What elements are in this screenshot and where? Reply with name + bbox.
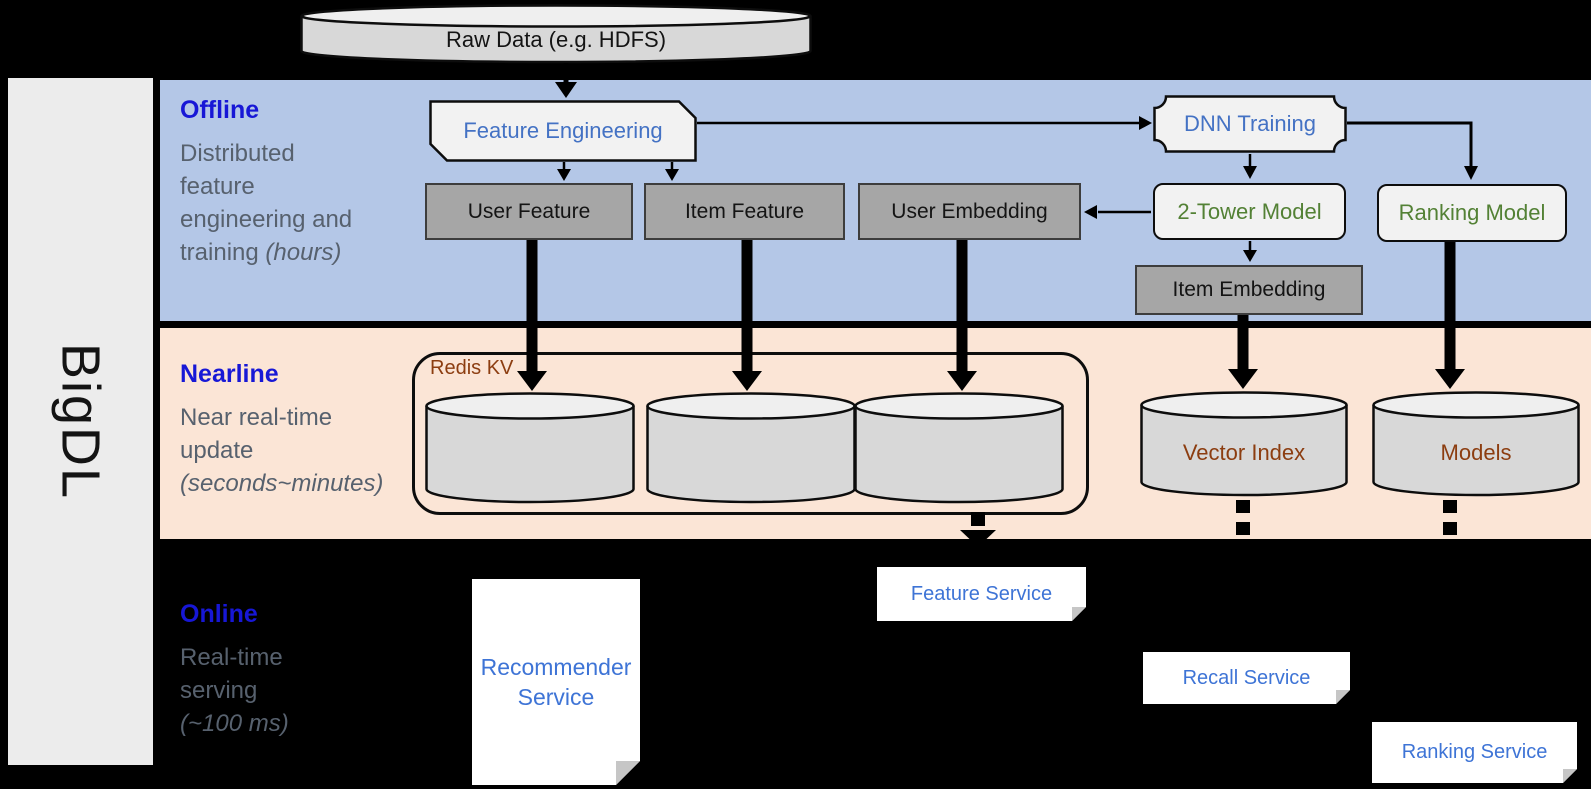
cylinder-shape — [646, 392, 856, 504]
recommender-service-node: Recommender Service — [472, 579, 640, 785]
item-feature-node: Item Feature — [644, 183, 845, 240]
raw-data-label: Raw Data (e.g. HDFS) — [445, 27, 667, 52]
online-desc-line: Real-time — [180, 644, 283, 671]
offline-desc-line: Distributed — [180, 140, 295, 167]
cylinder-shape — [854, 392, 1064, 504]
offline-desc-line: feature — [180, 173, 255, 200]
nearline-heading: Nearline — [180, 360, 279, 388]
raw-data-store: Raw Data (e.g. HDFS) — [300, 4, 812, 64]
online-desc-italic: (~100 ms) — [180, 710, 289, 737]
vector-index-label: Vector Index — [1182, 440, 1306, 465]
feature-engineering-node: Feature Engineering — [429, 100, 697, 162]
folded-corner — [616, 761, 640, 785]
offline-desc-line: training (hours) — [180, 236, 430, 269]
two-tower-model-label: 2-Tower Model — [1177, 198, 1322, 224]
folded-corner — [1563, 769, 1577, 783]
feature-service-label: Feature Service — [910, 582, 1053, 605]
bigdl-logo-text: BigDL — [50, 342, 111, 501]
feature-service-node: Feature Service — [877, 567, 1086, 621]
nearline-desc-line: update — [180, 437, 254, 464]
recall-service-node: Recall Service — [1143, 652, 1350, 704]
online-desc-line: serving — [180, 677, 258, 704]
folded-corner — [1072, 607, 1086, 621]
offline-heading: Offline — [180, 96, 260, 124]
ranking-model-node: Ranking Model — [1377, 184, 1567, 242]
nearline-lane-label: Nearline Near real-time update (seconds~… — [180, 360, 430, 500]
user-embedding-node: User Embedding — [858, 183, 1081, 240]
redis-shard-cylinder — [425, 392, 635, 506]
cylinder-shape — [425, 392, 635, 504]
plaque-shape — [1153, 95, 1347, 153]
recall-service-label: Recall Service — [1182, 666, 1311, 689]
two-tower-model-node: 2-Tower Model — [1153, 183, 1346, 240]
item-embedding-node: Item Embedding — [1135, 265, 1363, 315]
redis-shard-cylinder — [646, 392, 856, 506]
user-embedding-label: User Embedding — [891, 199, 1048, 223]
cylinder-shape — [300, 4, 812, 64]
online-heading: Online — [180, 600, 258, 628]
recommender-service-label: Recommender Service — [481, 652, 632, 712]
models-label: Models — [1440, 440, 1512, 465]
offline-desc-line: engineering and — [180, 206, 353, 233]
cylinder-shape — [1372, 391, 1580, 497]
offline-lane-label: Offline Distributed feature engineering … — [180, 96, 430, 269]
bigdl-sidebar: BigDL — [8, 78, 153, 765]
redis-kv-label: Redis KV — [430, 357, 514, 379]
ranking-model-label: Ranking Model — [1398, 200, 1546, 225]
feature-engineering-label: Feature Engineering — [463, 118, 663, 143]
recommender-service-line2: Service — [517, 684, 595, 710]
ranking-service-node: Ranking Service — [1372, 722, 1577, 783]
recommender-service-line1: Recommender — [480, 654, 632, 680]
nearline-desc-line: Near real-time — [180, 404, 333, 431]
dnn-training-node: DNN Training — [1153, 95, 1347, 153]
user-feature-node: User Feature — [425, 183, 633, 240]
offline-desc-italic: (hours) — [265, 239, 342, 266]
redis-shard-cylinder — [854, 392, 1064, 506]
user-feature-label: User Feature — [467, 199, 591, 223]
online-lane-label: Online Real-time serving (~100 ms) — [180, 600, 430, 740]
folded-corner — [1336, 690, 1350, 704]
item-feature-label: Item Feature — [684, 199, 805, 223]
nearline-desc-italic: (seconds~minutes) — [180, 470, 384, 497]
models-store: Models — [1372, 391, 1580, 499]
vector-index-store: Vector Index — [1140, 391, 1348, 499]
ranking-service-label: Ranking Service — [1401, 741, 1548, 763]
snip-corner-shape — [429, 100, 697, 162]
cylinder-shape — [1140, 391, 1348, 497]
item-embedding-label: Item Embedding — [1172, 278, 1326, 301]
offline-desc-tail: training — [180, 239, 266, 266]
dnn-training-label: DNN Training — [1183, 111, 1317, 136]
